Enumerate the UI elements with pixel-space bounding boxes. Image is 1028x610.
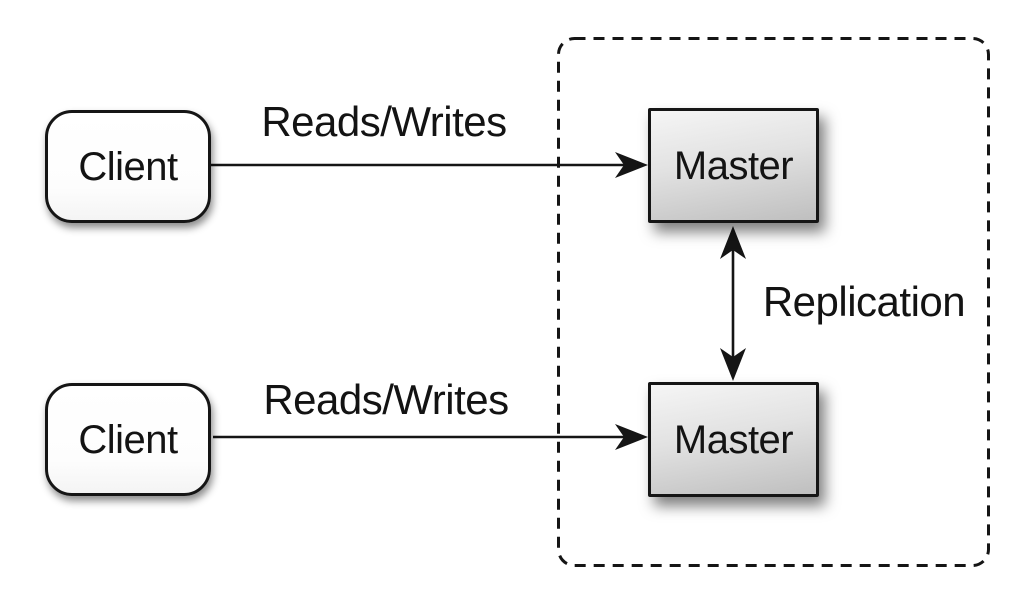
replication-group-border xyxy=(557,37,990,567)
master2-node: Master xyxy=(648,382,819,497)
client2-label: Client xyxy=(78,417,178,462)
arrow-client2-to-master2 xyxy=(213,424,648,450)
master2-label: Master xyxy=(673,417,794,462)
arrow-master1-master2-replication xyxy=(720,226,746,381)
edge-label-replication: Replication xyxy=(762,278,966,325)
client1-node: Client xyxy=(45,110,211,223)
client2-node: Client xyxy=(45,383,211,496)
arrow-client1-to-master1 xyxy=(211,152,648,178)
edge-label-reads-writes-bottom: Reads/Writes xyxy=(263,376,509,423)
client1-label: Client xyxy=(78,144,178,189)
master1-label: Master xyxy=(673,143,794,188)
edge-label-reads-writes-top: Reads/Writes xyxy=(261,98,507,145)
master1-node: Master xyxy=(648,108,819,223)
